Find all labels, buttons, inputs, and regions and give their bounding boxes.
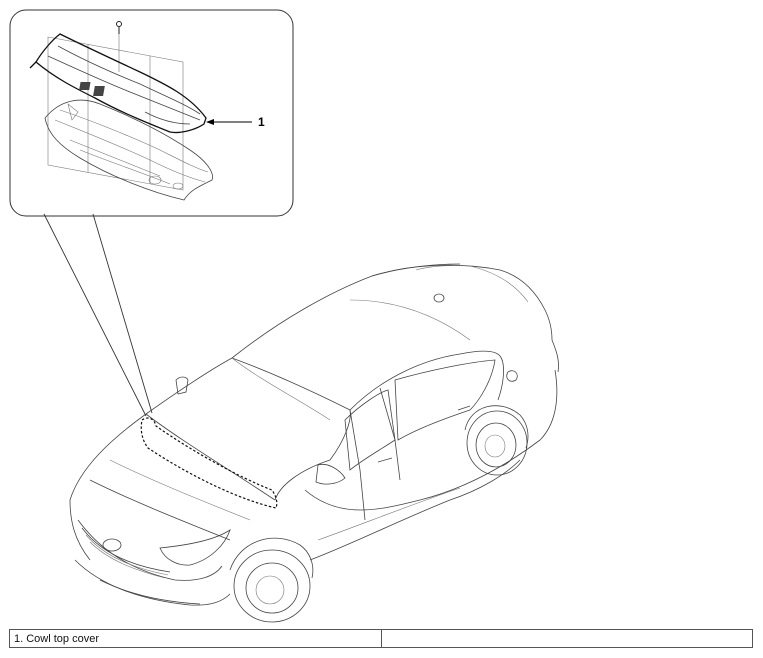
cowl-top-cover-part — [29, 33, 207, 134]
detail-inset: 1 — [9, 9, 294, 217]
legend-table: 1. Cowl top cover — [9, 629, 753, 648]
callout-label-1: 1 — [258, 115, 265, 129]
cowl-location-highlight — [140, 417, 278, 509]
vehicle-outline — [69, 263, 559, 623]
cowl-lower-panel-part — [44, 99, 213, 201]
callout-1: 1 — [206, 115, 265, 129]
legend-cell: 1. Cowl top cover — [9, 629, 382, 648]
inset-leader-lines — [43, 213, 153, 417]
table-row: 1. Cowl top cover — [9, 629, 753, 648]
cowl-top-cover-diagram: 1 — [9, 9, 559, 623]
clip-fastener-icon — [116, 21, 122, 72]
legend-cell — [380, 629, 753, 648]
